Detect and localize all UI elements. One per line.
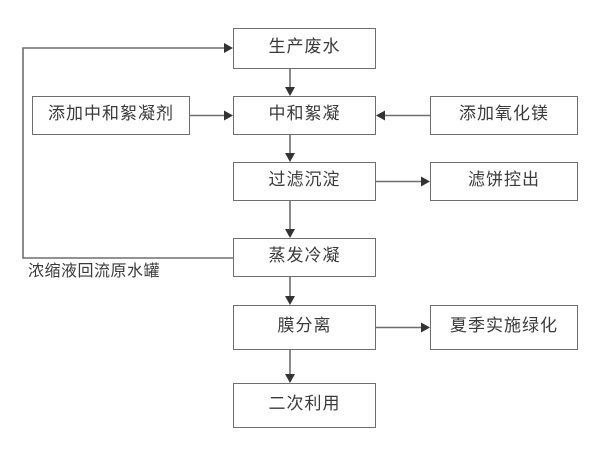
node-label: 添加氧化镁: [459, 104, 549, 124]
node-neutralize-flocculate[interactable]: 中和絮凝: [233, 96, 376, 135]
node-add-magnesium-oxide[interactable]: 添加氧化镁: [430, 96, 578, 135]
node-label: 生产废水: [268, 37, 341, 57]
edge-flocculant-to-neutralize: [190, 110, 233, 121]
edge-membrane-to-greening: [376, 322, 430, 333]
edge-magnesium-to-neutralize: [376, 110, 430, 121]
node-label: 夏季实施绿化: [450, 316, 558, 336]
node-filter-cake-output[interactable]: 滤饼控出: [430, 162, 578, 201]
node-label: 膜分离: [277, 316, 332, 336]
node-label: 中和絮凝: [268, 104, 341, 124]
edge-neutralize-to-filter: [285, 135, 295, 162]
node-label: 过滤沉淀: [268, 170, 341, 190]
node-secondary-reuse[interactable]: 二次利用: [233, 383, 376, 428]
edge-membrane-to-reuse: [285, 350, 295, 383]
edge-filter-to-evaporate: [285, 201, 295, 238]
node-label: 蒸发冷凝: [268, 246, 341, 266]
node-summer-greening[interactable]: 夏季实施绿化: [430, 305, 578, 350]
node-filter-precipitate[interactable]: 过滤沉淀: [233, 162, 376, 201]
edge-concentrate-recycle-loop: [22, 43, 233, 259]
node-add-flocculant[interactable]: 添加中和絮凝剂: [32, 96, 190, 135]
node-label: 滤饼控出: [468, 170, 540, 190]
node-production-wastewater[interactable]: 生产废水: [233, 28, 376, 69]
recycle-loop-label: 浓缩液回流原水罐: [28, 261, 161, 280]
node-membrane-separation[interactable]: 膜分离: [233, 305, 376, 350]
node-label: 二次利用: [268, 394, 341, 414]
node-evaporate-condense[interactable]: 蒸发冷凝: [233, 238, 376, 277]
edge-filter-to-cake: [376, 176, 430, 187]
node-label: 添加中和絮凝剂: [48, 104, 174, 124]
edge-evaporate-to-membrane: [285, 277, 295, 305]
edge-wastewater-to-neutralize: [285, 69, 295, 96]
